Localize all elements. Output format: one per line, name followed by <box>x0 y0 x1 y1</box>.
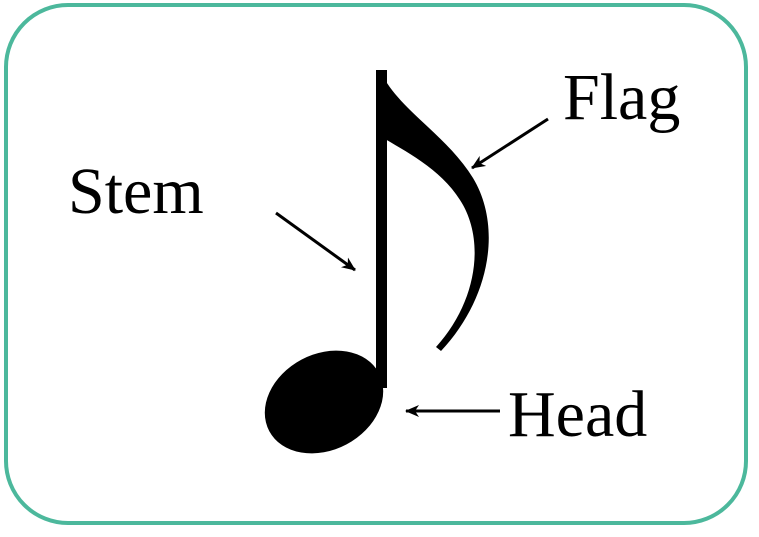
eighth-note-icon <box>264 70 489 454</box>
stem-label: Stem <box>68 155 204 228</box>
flag-label: Flag <box>563 61 680 134</box>
flag-arrow <box>471 117 549 170</box>
stem-arrow <box>275 211 356 272</box>
head-label: Head <box>508 378 647 451</box>
note-stem <box>376 70 387 388</box>
note-flag <box>380 70 489 351</box>
note-head <box>264 350 384 454</box>
